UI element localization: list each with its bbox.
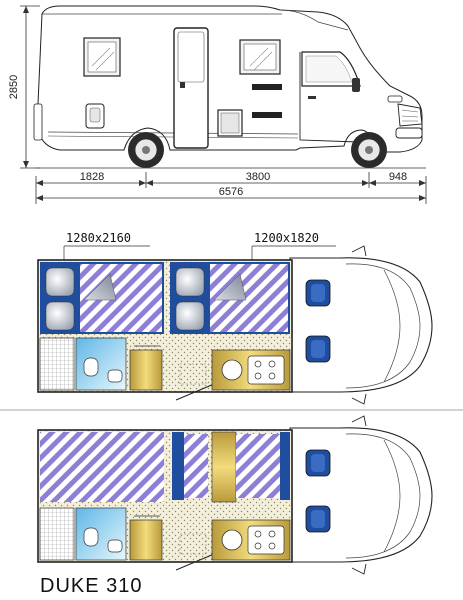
side-window-mid	[239, 39, 281, 75]
floorplan-layout-1: 1280x2160 1200x1820	[37, 231, 433, 405]
side-view	[33, 5, 426, 169]
cab-outline	[289, 257, 433, 393]
passenger-seat	[305, 335, 331, 363]
wardrobe-2	[129, 519, 163, 561]
side-mirror	[352, 78, 360, 92]
passenger-seat-2	[305, 505, 331, 533]
front-grille	[397, 103, 423, 127]
height-label: 2850	[8, 75, 20, 99]
dinette	[172, 431, 290, 503]
entry-door-swing	[175, 383, 215, 401]
floorplan-layout-2	[37, 415, 433, 575]
front-bed	[170, 262, 290, 334]
driver-seat-2	[305, 449, 331, 477]
rear-wheel	[128, 132, 164, 168]
wardrobe	[129, 349, 163, 391]
entry-door-swing-2	[175, 553, 215, 571]
bed-size-label-front: 1200x1820	[254, 231, 319, 245]
dimension-arrows	[23, 6, 426, 201]
side-window-rear	[83, 37, 121, 77]
kitchen-unit-2	[211, 519, 291, 561]
total-length-label: 6576	[219, 186, 243, 198]
rear-overhang-label: 1828	[80, 171, 104, 183]
vent-lower	[252, 112, 282, 118]
entry-door	[173, 27, 209, 149]
bathroom-2	[39, 507, 127, 561]
driver-seat	[305, 279, 331, 307]
model-name: DUKE 310	[40, 575, 143, 597]
bathroom	[39, 337, 127, 391]
vent-upper	[252, 84, 282, 90]
camper-body-outline	[37, 5, 423, 153]
rear-bed-lowered	[40, 432, 164, 502]
wheelbase-label: 3800	[246, 171, 270, 183]
dimension-lines	[20, 5, 427, 204]
cab-outline-2	[289, 427, 433, 563]
rear-bed	[40, 262, 164, 334]
front-wheel	[351, 132, 387, 168]
rear-bumper	[33, 103, 43, 141]
front-overhang-label: 948	[389, 171, 407, 183]
bed-size-label-rear: 1280x2160	[66, 231, 131, 245]
kitchen-unit	[211, 349, 291, 391]
